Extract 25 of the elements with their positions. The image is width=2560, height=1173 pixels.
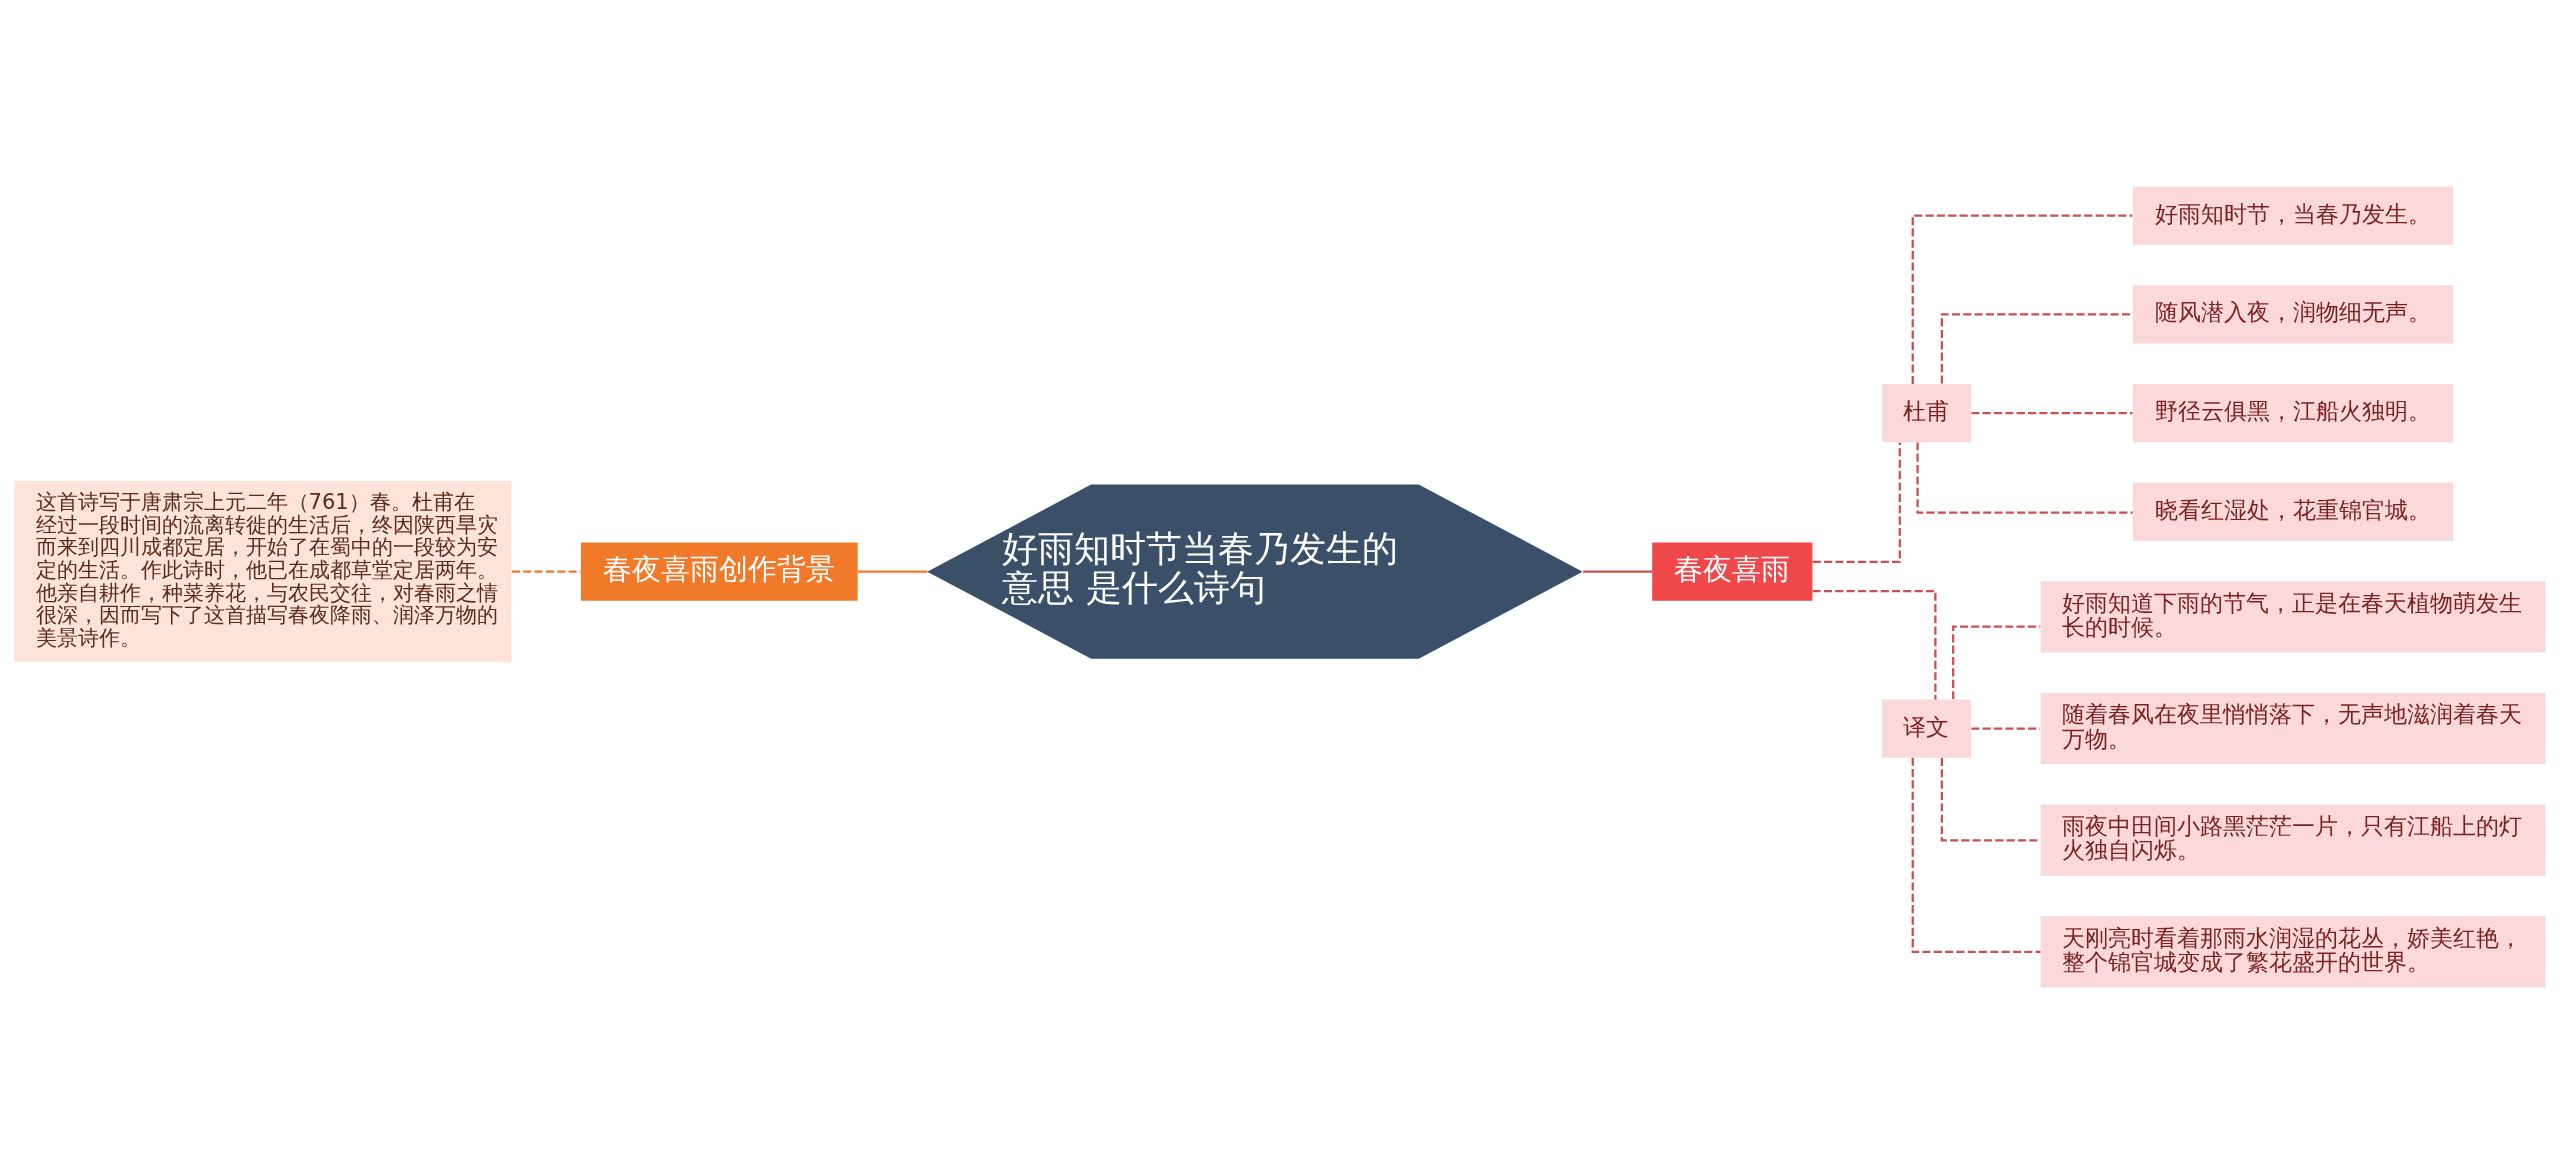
connector: [1911, 757, 2041, 953]
node-box: 春夜喜雨创作背景: [580, 542, 858, 601]
node-box: 雨夜中田间小路黑茫茫一片，只有江船上的灯火独自闪烁。: [2040, 804, 2546, 876]
connector: [511, 570, 581, 573]
connector: [1911, 213, 2133, 384]
node-box: 晓看红湿处，花重锦官城。: [2132, 482, 2454, 541]
node-box: 随着春风在夜里悄悄落下，无声地滋润着春天万物。: [2040, 692, 2546, 764]
connector: [1812, 589, 1937, 699]
node-box: 天刚亮时看着那雨水润湿的花丛，娇美红艳，整个锦官城变成了繁花盛开的世界。: [2040, 915, 2546, 988]
connector: [857, 570, 928, 573]
node-box: 春夜喜雨: [1652, 542, 1813, 601]
node-box: 杜甫: [1882, 383, 1971, 442]
node-box: 好雨知时节，当春乃发生。: [2132, 185, 2454, 245]
node-box: 译文: [1882, 698, 1971, 758]
node-box: 野径云俱黑，江船火独明。: [2132, 383, 2454, 442]
connector: [1952, 625, 2041, 699]
node-box: 这首诗写于唐肃宗上元二年（761）春。杜甫在经过一段时间的流离转徙的生活后，终因陕西旱灾而来到四川成都定居，开始了在蜀中的一段较为安定的生活。作此诗时，他已在成都草堂定居两年。他亲自耕作，种菜养花，与农民交往，对春雨之情很深，因而写下了这首描写春夜降雨、润泽万物的美景诗作。: [14, 480, 512, 662]
node-box: 好雨知道下雨的节气，正是在春天植物萌发生长的时候。: [2040, 580, 2546, 653]
node-box: 随风潜入夜，润物细无声。: [2132, 284, 2454, 343]
connector: [1971, 726, 2040, 730]
connector: [1940, 312, 2133, 383]
connector: [1812, 441, 1901, 563]
connector: [1916, 441, 2133, 514]
connector: [1583, 570, 1653, 573]
connector: [1971, 411, 2133, 414]
